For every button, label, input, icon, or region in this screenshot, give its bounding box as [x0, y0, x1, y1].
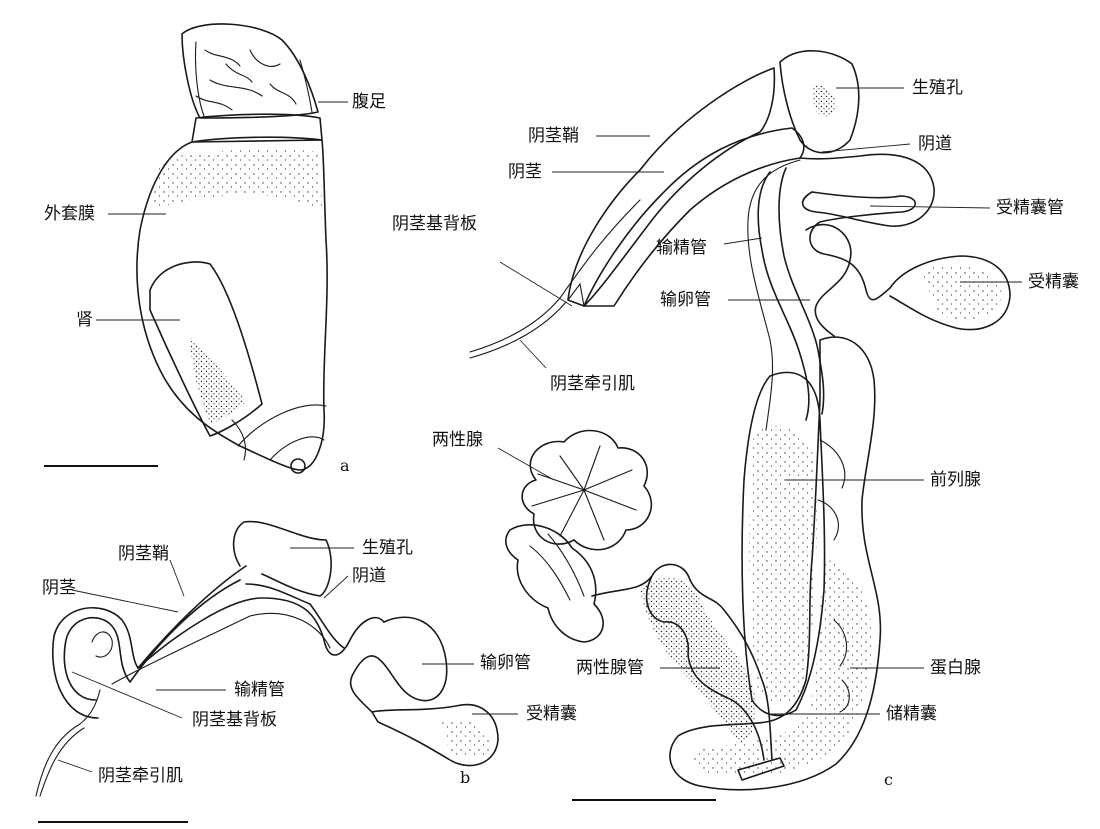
label-ovotestis-c: 两性腺	[432, 432, 483, 449]
panel-letter-c: c	[884, 772, 893, 788]
leader-penis-sheath-b	[170, 560, 184, 596]
genital-pore-c-stipple	[812, 84, 836, 116]
leader-vas-deferens-c	[724, 238, 762, 244]
label-vagina-b: 阴道	[352, 568, 386, 585]
spermatheca-b-stipple	[440, 718, 490, 758]
label-foot-a: 腹足	[352, 94, 386, 111]
label-spermatheca-c: 受精囊	[1028, 274, 1079, 291]
prostate-c-stipple	[749, 426, 817, 703]
penis-inner-b	[92, 632, 112, 657]
penis-c	[584, 128, 804, 306]
foot-inner-edge	[195, 42, 312, 116]
penis-sheath-b	[53, 566, 246, 718]
label-penis-c: 阴茎	[508, 164, 542, 181]
panel-letter-a: a	[340, 458, 350, 474]
label-mantle-a: 外套膜	[44, 206, 95, 223]
leader-basal-plate-c	[500, 262, 572, 306]
ovotestis-lobes	[532, 446, 636, 540]
label-retractor-b: 阴茎牵引肌	[98, 768, 183, 785]
panel-a-drawing	[44, 24, 348, 473]
label-basal-plate-c: 阴茎基背板	[392, 216, 477, 233]
ovotestis-c	[522, 431, 651, 550]
label-penis-b: 阴茎	[42, 580, 76, 597]
leader-vagina-c	[822, 144, 910, 152]
leader-retractor-b	[58, 760, 92, 772]
vas-deferens-b	[112, 613, 330, 684]
leader-ovotestis-c	[498, 448, 554, 480]
panel-letter-b: b	[460, 770, 470, 786]
shell-whorl-lines	[232, 405, 326, 460]
label-seminal-vesicle-c: 储精囊	[886, 706, 937, 723]
foot-wrinkles	[196, 50, 296, 110]
atrium-lower-b	[138, 598, 384, 668]
label-herm-duct-c: 两性腺管	[576, 660, 644, 677]
label-oviduct-c: 输卵管	[660, 292, 711, 309]
oviduct-b	[351, 617, 447, 712]
label-oviduct-b: 输卵管	[480, 655, 531, 672]
label-penis-sheath-b: 阴茎鞘	[118, 546, 169, 563]
label-basal-plate-b: 阴茎基背板	[192, 712, 277, 729]
panel-c-drawing	[470, 51, 1022, 800]
label-vagina-c: 阴道	[918, 136, 952, 153]
label-penis-sheath-c: 阴茎鞘	[528, 128, 579, 145]
penis-retractor-muscle-c	[470, 200, 640, 358]
penis-loop-b	[64, 580, 240, 700]
label-prostate-c: 前列腺	[930, 472, 981, 489]
leader-retractor-c	[520, 340, 546, 368]
shell-apex	[291, 459, 305, 473]
label-albumen-c: 蛋白腺	[930, 660, 981, 677]
label-kidney-a: 肾	[76, 312, 93, 329]
vas-deferens-c	[748, 160, 800, 430]
hermaphroditic-duct-stipple	[640, 577, 756, 744]
label-vas-deferens-b: 输精管	[234, 682, 285, 699]
label-retractor-c: 阴茎牵引肌	[550, 376, 635, 393]
spermatheca-c-stipple	[920, 265, 1002, 320]
label-spermatheca-duct-c: 受精囊管	[996, 200, 1064, 217]
label-spermatheca-b: 受精囊	[526, 706, 577, 723]
label-genital-pore-c: 生殖孔	[912, 80, 963, 97]
label-genital-pore-b: 生殖孔	[362, 540, 413, 557]
kidney-stipple	[190, 340, 246, 424]
penis-sheath-c	[568, 68, 774, 306]
foot-outline	[182, 24, 318, 118]
mantle-stipple	[150, 149, 322, 210]
label-vas-deferens-c: 输精管	[656, 240, 707, 257]
